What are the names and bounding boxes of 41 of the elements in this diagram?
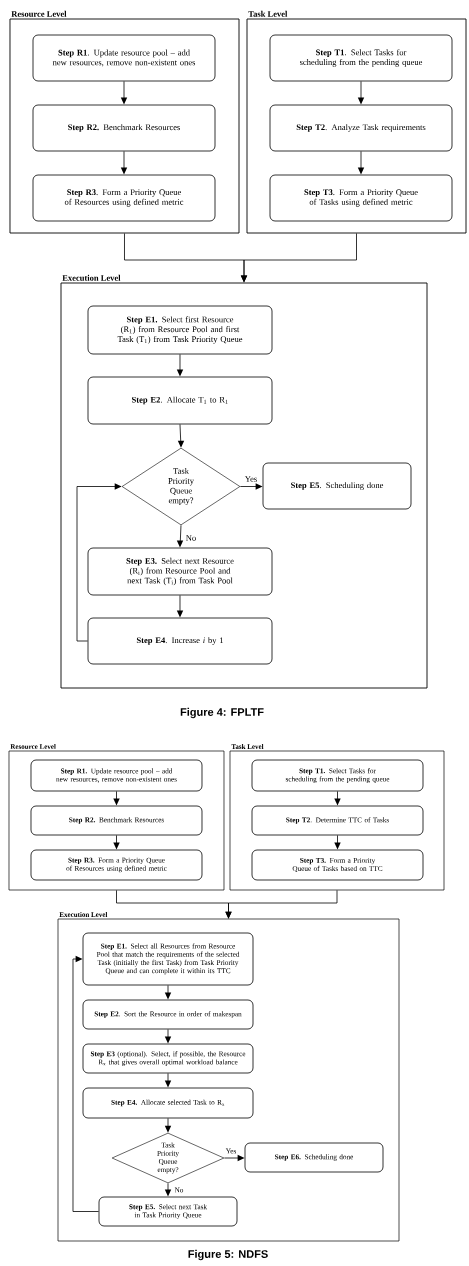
process-box: Step E5. Scheduling done	[262, 462, 412, 510]
arrow	[164, 985, 172, 1000]
arrow	[164, 1182, 172, 1197]
process-box: Step E2. Allocate T$_{1}$ to R$_{1}$	[87, 376, 273, 425]
arrow	[334, 835, 341, 850]
node-label: Execution Level	[62, 274, 121, 281]
arrow	[176, 354, 184, 377]
arrow	[357, 81, 365, 105]
arrow	[72, 955, 99, 1212]
node-label: Task Level	[248, 10, 288, 17]
process-box: Step E4. Increase i by 1	[87, 617, 273, 665]
process-box: Step R1. Update resource pool – add new resources, remove non-existent ones	[32, 34, 216, 82]
arrow	[240, 233, 357, 283]
process-box: Step T2. Analyze Task requirements	[269, 104, 453, 152]
process-box: Step T1. Select Tasks for scheduling from the pending queue	[269, 34, 453, 82]
arrow	[223, 1154, 245, 1162]
arrow	[164, 1029, 172, 1044]
edge-label: No	[185, 534, 197, 542]
process-box: Step R2. Benchmark Resources	[32, 104, 216, 152]
arrow	[176, 595, 184, 618]
process-box: Step T3. Form a Priority Queue of Tasks using defined metric	[269, 174, 453, 222]
arrow	[176, 524, 184, 548]
arrow	[225, 889, 338, 919]
arrow	[113, 835, 120, 850]
process-box: Step E3. Select next Resource (R$_{i}$) from Resource Pool and next Task (T$_{i}$) from Task Pool	[87, 547, 273, 596]
arrow	[334, 791, 341, 806]
arrow	[120, 151, 128, 175]
figure-caption: Figure 4: FPLTF	[180, 707, 264, 719]
arrow	[120, 81, 128, 105]
arrow	[239, 483, 263, 490]
process-box: Step R3. Form a Priority Queue of Resources using defined metric	[32, 174, 216, 222]
edge-label: Yes	[244, 475, 258, 483]
node-label: Resource Level	[11, 10, 67, 17]
process-box: Step E1. Select first Resource (R$_{1}$) from Resource Pool and first Task (T$_{1}$) from Task Priority Queue	[87, 305, 273, 355]
arrow	[357, 151, 365, 175]
arrow	[177, 424, 185, 448]
arrow	[113, 791, 120, 806]
arrow	[164, 1073, 172, 1088]
figure-caption: Figure 5: NDFS	[188, 1249, 268, 1261]
arrow	[76, 483, 122, 642]
arrow	[164, 1118, 172, 1133]
